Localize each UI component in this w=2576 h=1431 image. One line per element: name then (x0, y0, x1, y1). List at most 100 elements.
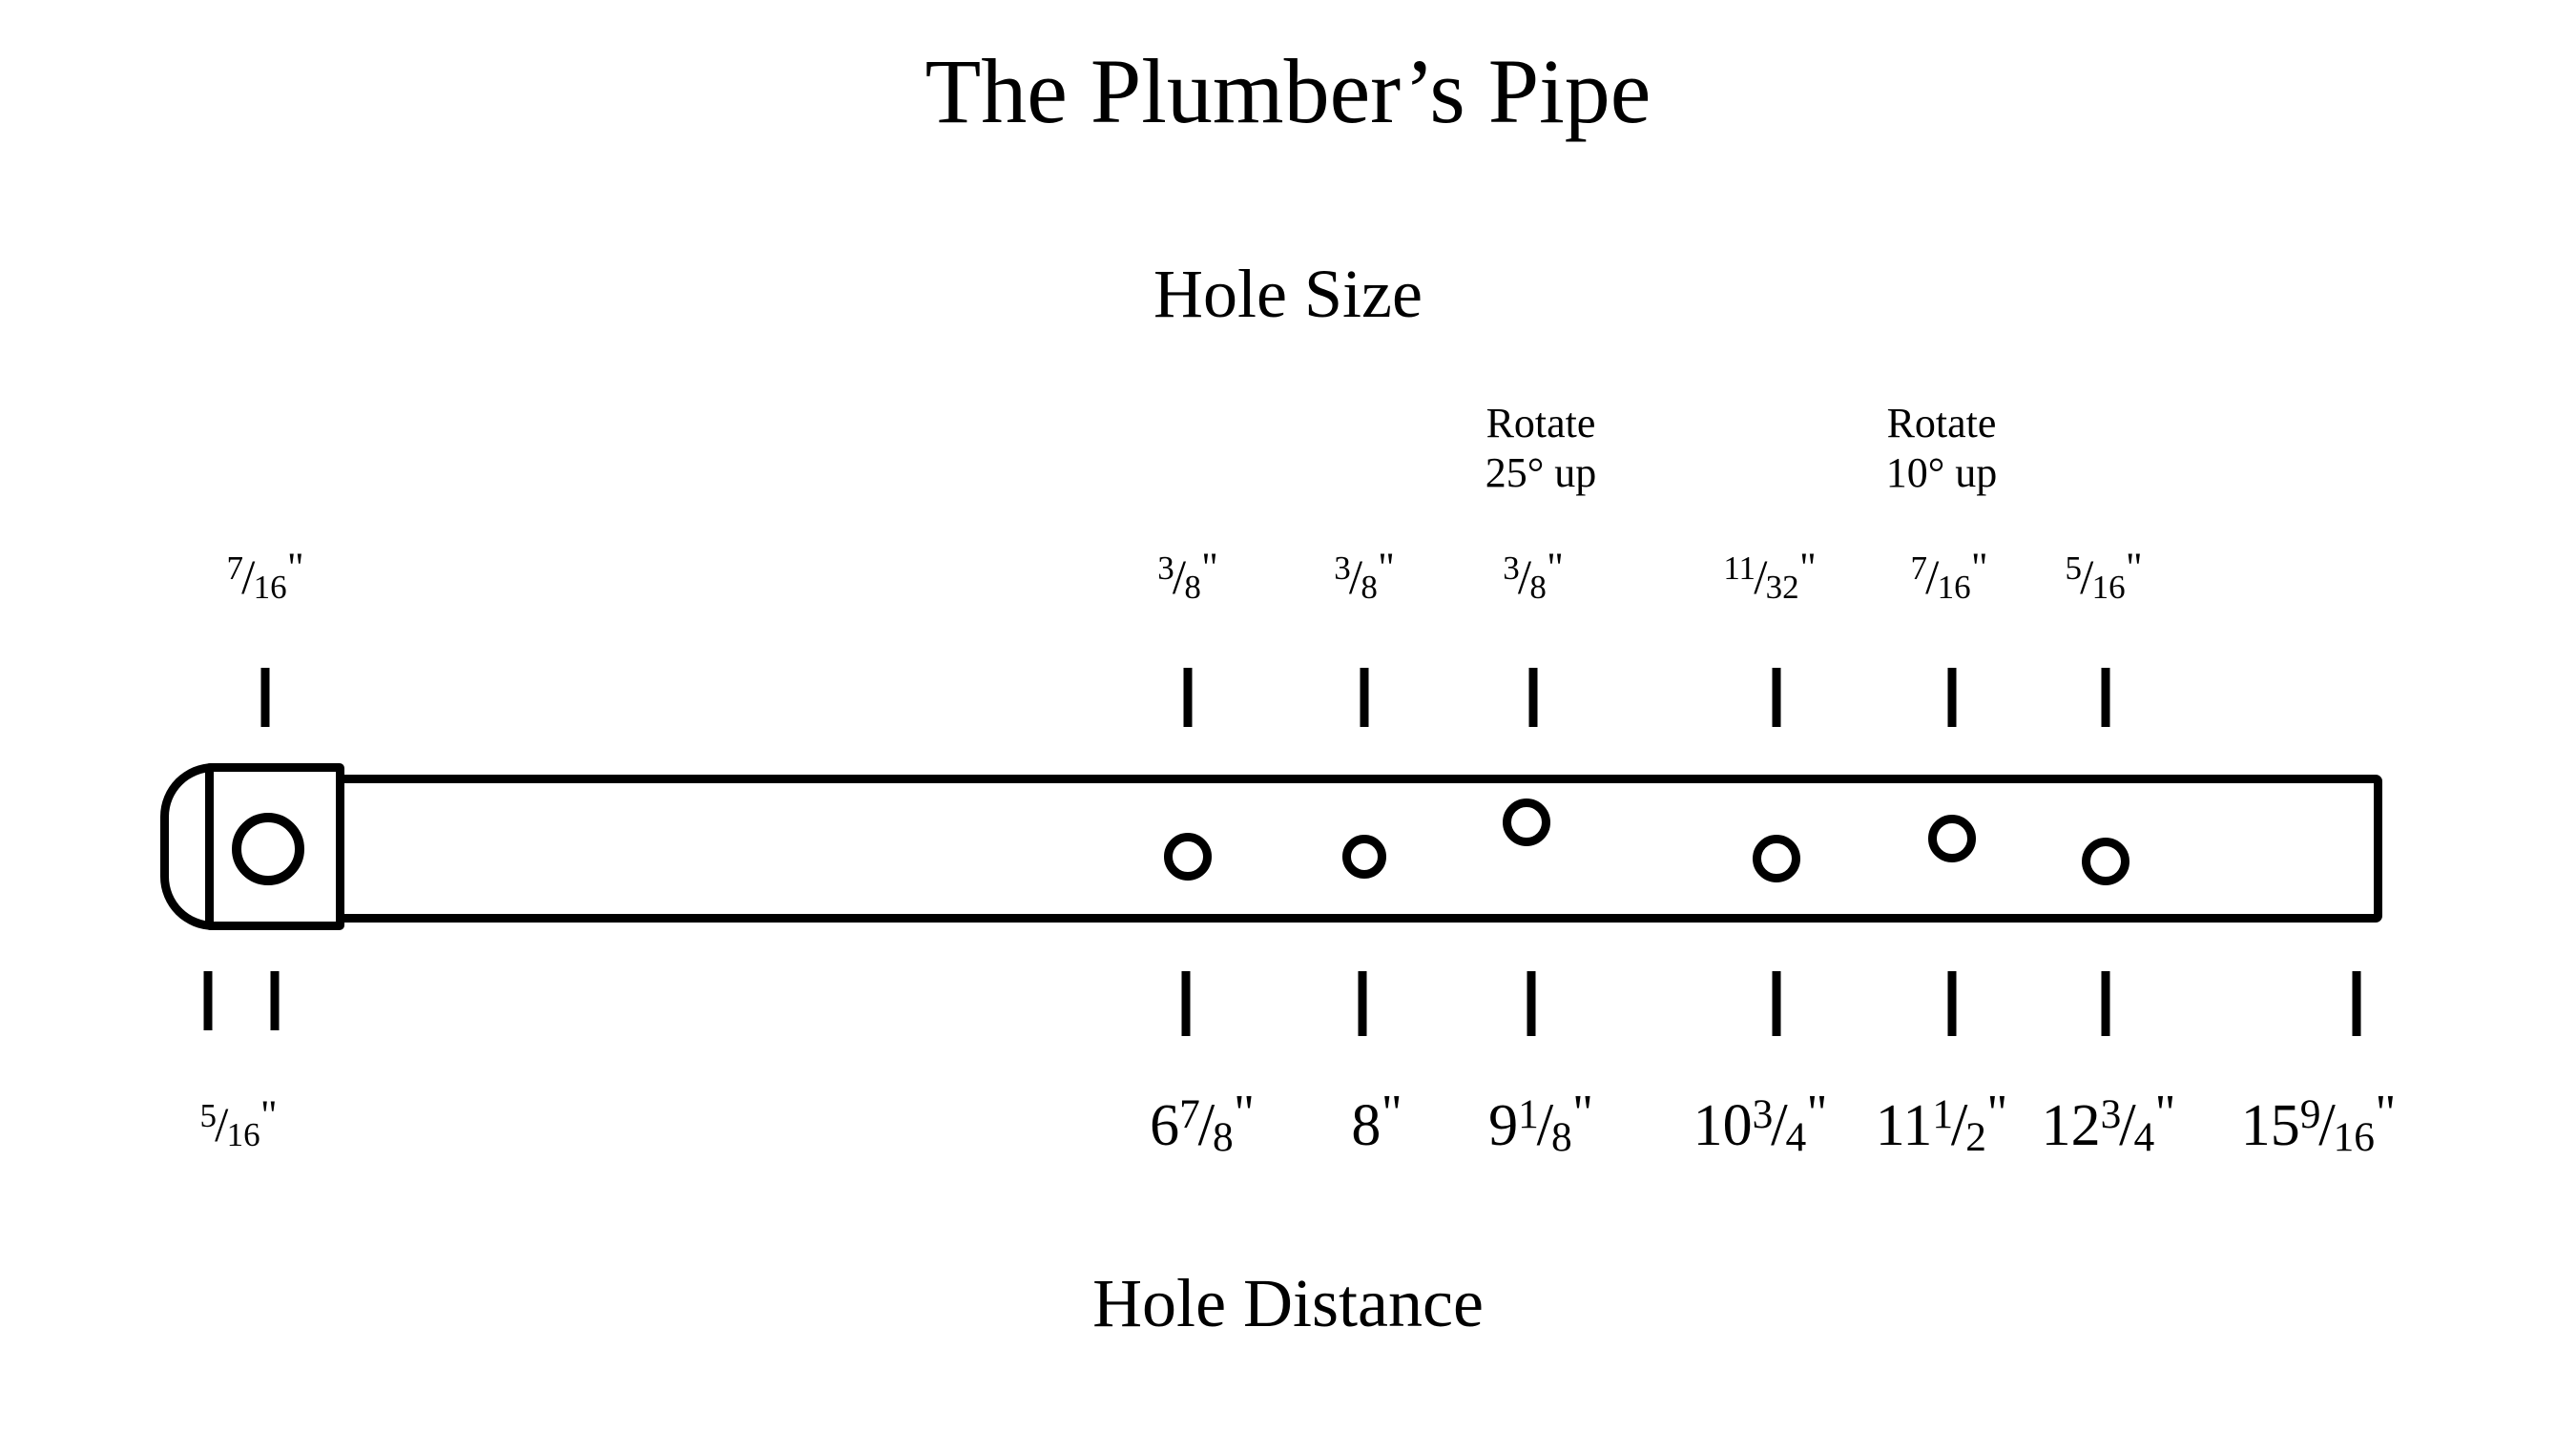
fraction-numerator: 3 (1157, 550, 1174, 588)
inch-mark: " (1201, 546, 1218, 591)
hole-distance-6-fraction: 123/4" (2041, 1087, 2176, 1158)
fraction-slash: / (241, 550, 256, 605)
hole-size-3-fraction: 3/8" (1503, 548, 1564, 604)
fraction-denominator: 2 (1965, 1114, 1986, 1161)
finger-hole-2 (1342, 835, 1386, 879)
rotate-note-word: Rotate (1886, 400, 1997, 446)
hole-size-label-5: 7/16" (1910, 548, 1987, 604)
rotate-note-word: Rotate (1485, 400, 1596, 446)
hole-distance-heading: Hole Distance (1092, 1265, 1484, 1341)
hole-size-label-1: 3/8" (1157, 548, 1218, 604)
fraction-numerator: 3 (2100, 1090, 2122, 1137)
fraction-whole: 15 (2240, 1092, 2300, 1158)
hole-distance-label-1: 67/8" (1150, 1087, 1255, 1161)
hole-size-tick-2 (1360, 668, 1369, 727)
fraction-numerator: 1 (1518, 1090, 1539, 1137)
fraction-whole: 12 (2041, 1092, 2101, 1158)
fraction-numerator: 5 (2065, 550, 2082, 588)
hole-size-label-6: 5/16" (2065, 548, 2142, 604)
fraction-numerator: 9 (2299, 1090, 2321, 1137)
embouchure-hole (232, 813, 304, 885)
embouchure-size-fraction: 7/16" (226, 548, 303, 604)
embouchure-size-tick (260, 668, 270, 727)
cork-distance-fraction: 5/16" (199, 1095, 277, 1151)
fraction-slash: / (1536, 1090, 1554, 1158)
hole-distance-7-fraction: 159/16" (2240, 1087, 2397, 1161)
fraction-denominator: 16 (2333, 1114, 2375, 1161)
inch-mark: " (1547, 546, 1564, 591)
fraction-slash: / (1197, 1090, 1215, 1158)
hole-distance-tick-1 (1181, 971, 1191, 1036)
hole-distance-2-fraction: 8" (1351, 1087, 1402, 1158)
inch-mark: " (1378, 546, 1395, 591)
fraction-denominator: 4 (1785, 1114, 1807, 1161)
inch-mark: " (1986, 1084, 2008, 1141)
embouchure-size-label: 7/16" (226, 548, 303, 604)
finger-hole-3 (1503, 798, 1550, 846)
inch-mark: " (286, 546, 304, 591)
fraction-denominator: 16 (2091, 568, 2126, 606)
hole-distance-label-5: 111/2" (1875, 1087, 2008, 1161)
hole-distance-tick-3 (1527, 971, 1536, 1036)
hole-distance-label-7: 159/16" (2240, 1087, 2397, 1161)
hole-size-tick-6 (2101, 668, 2110, 727)
fraction-numerator: 7 (1179, 1090, 1200, 1137)
inch-mark: " (1970, 546, 1988, 591)
hole-size-1-fraction: 3/8" (1157, 548, 1218, 604)
fraction-slash: / (215, 1098, 229, 1152)
fraction-denominator: 8 (1184, 568, 1201, 606)
hole-distance-1-fraction: 67/8" (1150, 1087, 1255, 1161)
fraction-slash: / (2318, 1090, 2336, 1158)
inch-mark: " (1234, 1084, 1255, 1141)
fraction-whole: 6 (1150, 1092, 1180, 1158)
hole-distance-tick-5 (1947, 971, 1957, 1036)
fraction-slash: / (1348, 550, 1363, 605)
hole-size-5-fraction: 7/16" (1910, 548, 1987, 604)
pipe-end-cap (160, 763, 214, 930)
hole-size-2-fraction: 3/8" (1334, 548, 1395, 604)
inch-mark: " (1572, 1084, 1593, 1141)
hole-distance-tick-4 (1772, 971, 1781, 1036)
hole-size-tick-1 (1183, 668, 1193, 727)
fraction-numerator: 3 (1752, 1090, 1774, 1137)
fraction-slash: / (1950, 1090, 1968, 1158)
fraction-whole: 10 (1693, 1092, 1753, 1158)
fraction-denominator: 16 (1937, 568, 1971, 606)
hole-distance-tick-2 (1358, 971, 1367, 1036)
hole-size-heading: Hole Size (1153, 256, 1423, 332)
fraction-denominator: 16 (226, 1115, 260, 1153)
fraction-numerator: 3 (1503, 550, 1520, 588)
hole-size-4-fraction: 11/32" (1723, 548, 1816, 604)
fraction-slash: / (2119, 1090, 2136, 1158)
hole-distance-4-fraction: 103/4" (1693, 1087, 1828, 1161)
fraction-slash: / (1754, 550, 1768, 605)
hole-size-tick-3 (1528, 668, 1538, 727)
fraction-whole: 9 (1488, 1092, 1519, 1158)
fraction-denominator: 8 (1529, 568, 1547, 606)
fraction-slash: / (1771, 1090, 1788, 1158)
inch-mark: " (1381, 1084, 1402, 1141)
hole-size-label-4: 11/32" (1723, 548, 1816, 604)
fraction-denominator: 8 (1361, 568, 1378, 606)
rotate-note-angle: 25° up (1485, 448, 1597, 496)
hole-size-6-fraction: 5/16" (2065, 548, 2142, 604)
hole-size-label-3: 3/8" (1503, 548, 1564, 604)
hole-size-label-2: 3/8" (1334, 548, 1395, 604)
hole-distance-tick-6 (2101, 971, 2110, 1036)
fraction-denominator: 8 (1212, 1114, 1234, 1161)
inch-mark: " (2375, 1084, 2397, 1141)
finger-hole-6 (2082, 838, 2129, 885)
fraction-whole: 8 (1351, 1092, 1381, 1158)
rotate-note-angle: 10° up (1885, 448, 1998, 496)
hole-size-tick-4 (1772, 668, 1781, 727)
cork-tick-1 (203, 971, 213, 1030)
cork-tick-2 (270, 971, 280, 1030)
fraction-whole: 11 (1875, 1092, 1933, 1158)
hole-distance-label-3: 91/8" (1488, 1087, 1593, 1158)
fraction-slash: / (2080, 550, 2094, 605)
inch-mark: " (2154, 1084, 2176, 1141)
hole-distance-tick-7 (2352, 971, 2361, 1036)
